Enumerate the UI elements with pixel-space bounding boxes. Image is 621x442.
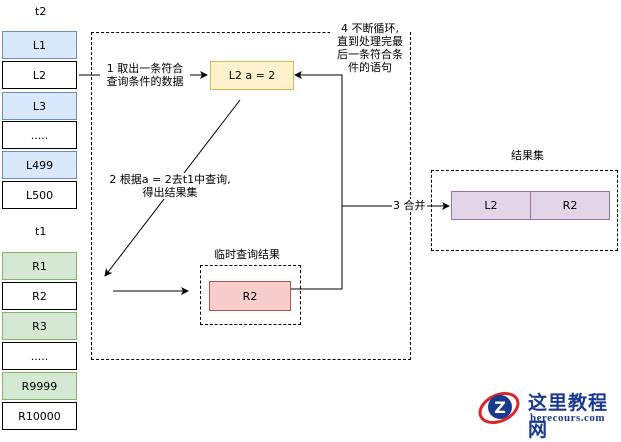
t2-table-label: t2 bbox=[35, 5, 47, 18]
step2-line2: 得出结果集 bbox=[142, 186, 198, 199]
current-row-node: L2 a = 2 bbox=[210, 61, 294, 90]
t1-row: R9999 bbox=[2, 372, 77, 400]
step4-line3: 后一条符合条 bbox=[337, 48, 403, 61]
step2-line1: 2 根据a = 2去t1中查询, bbox=[109, 173, 231, 186]
t2-row: L2 bbox=[2, 61, 77, 89]
t2-row: L3 bbox=[2, 92, 77, 120]
step4-line1: 4 不断循环, bbox=[341, 22, 399, 35]
t1-row: R3 bbox=[2, 312, 77, 340]
t1-row: R10000 bbox=[2, 402, 77, 430]
t1-row: R2 bbox=[2, 282, 77, 310]
step1-label: 1 取出一条符合 查询条件的数据 bbox=[100, 62, 190, 88]
temp-result-container bbox=[200, 265, 301, 325]
t2-row: ..... bbox=[2, 121, 77, 149]
step4-line4: 件的语句 bbox=[348, 61, 392, 74]
step1-line1: 1 取出一条符合 bbox=[106, 62, 184, 75]
t2-row: L1 bbox=[2, 31, 77, 59]
t1-table-label: t1 bbox=[35, 225, 47, 238]
watermark-logo: Z 这里教程网 herecours.com bbox=[476, 384, 621, 441]
arrow-step4 bbox=[294, 71, 343, 206]
t1-row: R1 bbox=[2, 252, 77, 280]
temp-result-title: 临时查询结果 bbox=[214, 248, 280, 261]
temp-result-node: R2 bbox=[209, 281, 291, 311]
result-set-title: 结果集 bbox=[511, 149, 544, 162]
step4-label: 4 不断循环, 直到处理完最 后一条符合条 件的语句 bbox=[330, 22, 410, 74]
result-right-cell: R2 bbox=[530, 191, 610, 220]
watermark-url: herecours.com bbox=[530, 412, 606, 424]
step2-label: 2 根据a = 2去t1中查询, 得出结果集 bbox=[100, 173, 240, 199]
step1-line2: 查询条件的数据 bbox=[106, 75, 184, 88]
step4-line2: 直到处理完最 bbox=[337, 35, 403, 48]
t2-row: L500 bbox=[2, 181, 77, 209]
process-container bbox=[91, 32, 411, 360]
result-set-container bbox=[431, 170, 618, 251]
svg-text:Z: Z bbox=[494, 398, 506, 417]
result-left-cell: L2 bbox=[451, 191, 531, 220]
t2-row: L499 bbox=[2, 151, 77, 179]
t1-row: ..... bbox=[2, 342, 77, 370]
step3-label: 3 合并 bbox=[392, 199, 427, 212]
watermark-emblem-icon: Z bbox=[478, 391, 520, 425]
line-merge bbox=[290, 206, 343, 290]
